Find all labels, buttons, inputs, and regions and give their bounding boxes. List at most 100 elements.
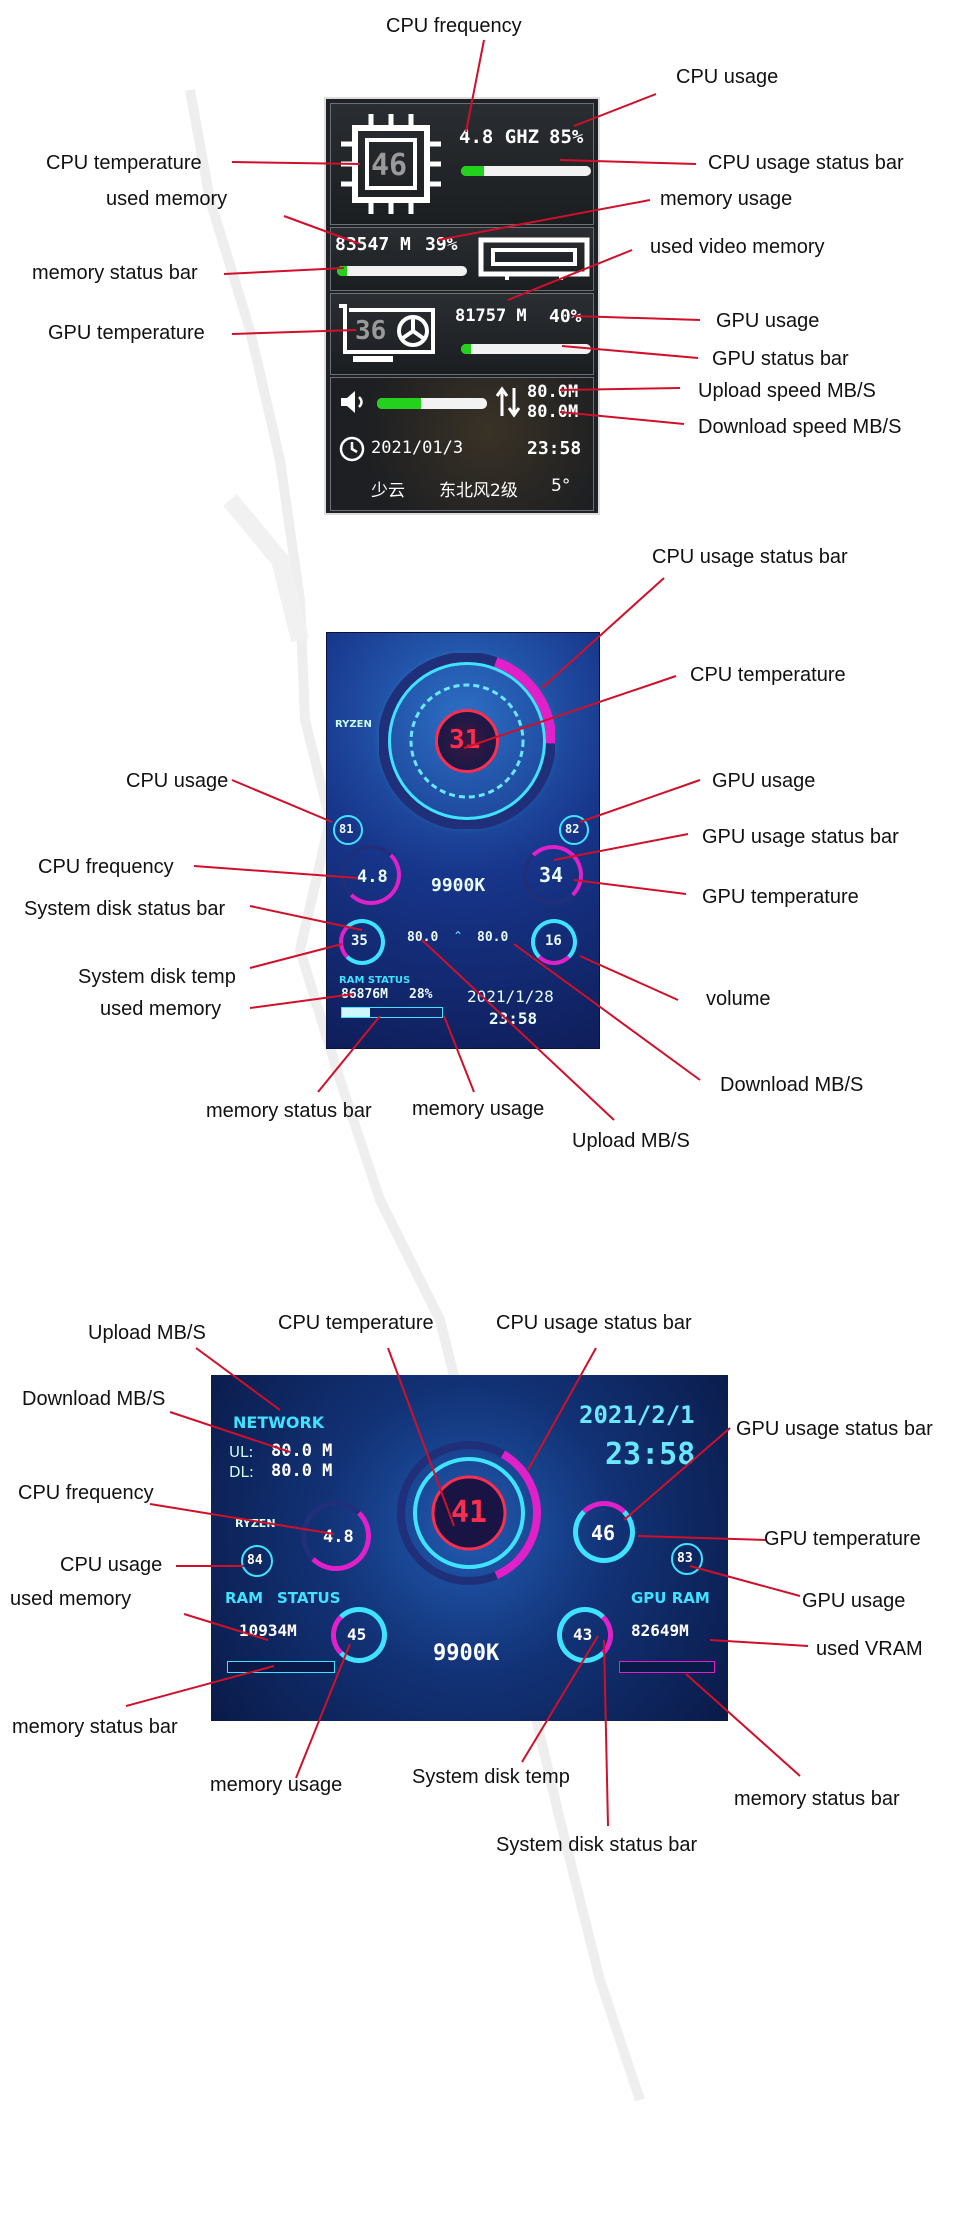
cpu-usage-status-bar — [397, 1441, 541, 1585]
gpu-usage-value: 40% — [549, 306, 582, 327]
date-value: 2021/1/28 — [467, 987, 554, 1006]
volume-bar[interactable] — [377, 398, 487, 409]
time-value: 23:58 — [489, 1009, 538, 1028]
download-value: 80.0 M — [271, 1461, 333, 1481]
system-disk-temp-value: 43 — [573, 1625, 593, 1644]
label-download-speed: Download speed MB/S — [698, 416, 902, 438]
label-cpu-usage-status-bar: CPU usage status bar — [708, 152, 904, 174]
gpu-temperature-value: 34 — [539, 863, 564, 887]
download-label: DL: — [229, 1463, 254, 1481]
upload-label: UL: — [229, 1443, 254, 1461]
label-memory-status-bar: memory status bar — [206, 1100, 372, 1122]
outdoor-temperature: 5° — [551, 476, 571, 496]
label-upload: Upload MB/S — [572, 1130, 690, 1152]
monitor-panel-horizontal: NETWORK UL: 80.0 M DL: 80.0 M RYZEN 4.8 … — [211, 1375, 728, 1721]
label-gpu-usage-status-bar: GPU usage status bar — [736, 1418, 933, 1440]
cpu-frequency-value: 4.8 — [357, 867, 388, 887]
system-disk-temp-value: 35 — [351, 933, 368, 949]
label-gpu-usage: GPU usage — [712, 770, 816, 792]
cpu-usage-value: 81 — [339, 822, 354, 836]
cpu-usage-value: 85% — [549, 126, 584, 148]
upload-value: 80.0 — [407, 930, 439, 945]
cpu-section: 46 4.8 GHZ 85% — [330, 103, 594, 225]
label-upload-speed: Upload speed MB/S — [698, 380, 876, 402]
memory-status-bar — [341, 1007, 443, 1018]
date-value: 2021/2/1 — [579, 1401, 695, 1429]
upload-value: 80.0 M — [271, 1441, 333, 1461]
label-gpu-usage-status-bar: GPU usage status bar — [702, 826, 899, 848]
gpu-status-bar — [461, 344, 591, 354]
monitor-panel-simple: 46 4.8 GHZ 85% 83547 M 39% 36 81757 M 40… — [324, 97, 600, 515]
used-memory-value: 86876M — [341, 987, 388, 1002]
label-cpu-temperature: CPU temperature — [46, 152, 202, 174]
ryzen-logo: RYZEN — [235, 1517, 276, 1530]
cpu-usage-gauge — [241, 1545, 273, 1577]
cpu-usage-gauge — [333, 815, 363, 845]
ram-title: RAM — [225, 1589, 264, 1607]
used-memory-value: 10934M — [239, 1621, 297, 1640]
gpu-usage-value: 82 — [565, 822, 580, 836]
gpu-ram-title: GPU RAM — [631, 1589, 710, 1607]
network-title: NETWORK — [233, 1413, 325, 1432]
volume-bar-fill — [377, 398, 421, 409]
label-gpu-usage: GPU usage — [716, 310, 820, 332]
gpu-section: 36 81757 M 40% — [330, 293, 594, 375]
memory-section: 83547 M 39% — [330, 227, 594, 291]
label-cpu-frequency: CPU frequency — [18, 1482, 154, 1504]
label-memory-status-bar: memory status bar — [32, 262, 198, 284]
time-value: 23:58 — [527, 438, 582, 459]
weather-condition: 少云 — [371, 481, 405, 501]
label-download: Download MB/S — [720, 1074, 864, 1096]
cpu-temperature-value: 41 — [451, 1495, 488, 1530]
label-used-memory: used memory — [10, 1588, 132, 1610]
label-download: Download MB/S — [22, 1388, 166, 1410]
label-cpu-temperature: CPU temperature — [278, 1312, 434, 1334]
memory-usage-value: 39% — [425, 234, 458, 255]
label-upload: Upload MB/S — [88, 1322, 206, 1344]
label-cpu-usage: CPU usage — [676, 66, 779, 88]
label-cpu-usage-status-bar: CPU usage status bar — [652, 546, 848, 568]
speaker-icon — [341, 391, 363, 413]
graphics-card-icon — [339, 304, 435, 362]
label-cpu-usage: CPU usage — [60, 1554, 163, 1576]
gpu-usage-status-bar — [573, 1501, 635, 1563]
date-value: 2021/01/3 — [371, 438, 464, 458]
cpu-usage-value: 84 — [247, 1553, 263, 1568]
gpu-usage-status-bar — [523, 845, 583, 905]
label-memory-usage: memory usage — [412, 1098, 545, 1120]
gpu-usage-gauge — [671, 1543, 703, 1575]
gpu-usage-value: 83 — [677, 1551, 693, 1566]
gpu-temperature-value: 46 — [591, 1521, 616, 1545]
cpu-frequency-gauge — [301, 1501, 371, 1571]
ram-status-title: RAM STATUS — [339, 975, 411, 986]
clock-icon — [339, 436, 365, 462]
label-memory-usage: memory usage — [660, 188, 793, 210]
ram-status-title: STATUS — [277, 1589, 341, 1607]
time-value: 23:58 — [605, 1437, 696, 1472]
download-value: 80.0 — [477, 930, 509, 945]
label-memory-status-bar: memory status bar — [12, 1716, 178, 1738]
label-memory-status-bar-right: memory status bar — [734, 1788, 900, 1810]
label-used-memory: used memory — [100, 998, 222, 1020]
cpu-model: 9900K — [431, 875, 486, 896]
ram-module-icon — [478, 237, 590, 280]
cpu-frequency-value: 4.8 GHZ — [459, 126, 540, 148]
label-system-disk-temp: System disk temp — [412, 1766, 570, 1788]
used-memory-value: 83547 M — [335, 234, 411, 255]
label-memory-usage: memory usage — [210, 1774, 343, 1796]
label-gpu-temperature: GPU temperature — [702, 886, 859, 908]
memory-usage-value: 28% — [409, 987, 433, 1002]
used-video-memory-value: 81757 M — [455, 306, 527, 326]
label-cpu-usage-status-bar: CPU usage status bar — [496, 1312, 692, 1334]
info-section: 80.0M 80.0M 2021/01/3 23:58 少云 东北风2级 5° — [330, 377, 594, 511]
label-used-video-memory: used video memory — [650, 236, 825, 258]
cpu-temperature-value: 31 — [449, 725, 481, 755]
wave-icon: ⌃ — [453, 929, 464, 943]
upload-speed-value: 80.0M — [527, 382, 579, 402]
wind-info: 东北风2级 — [439, 481, 518, 501]
vram-status-bar — [619, 1661, 715, 1673]
cpu-usage-status-bar-fill — [461, 166, 485, 176]
memory-status-bar — [227, 1661, 335, 1673]
label-cpu-temperature: CPU temperature — [690, 664, 846, 686]
cpu-model: 9900K — [433, 1641, 500, 1666]
